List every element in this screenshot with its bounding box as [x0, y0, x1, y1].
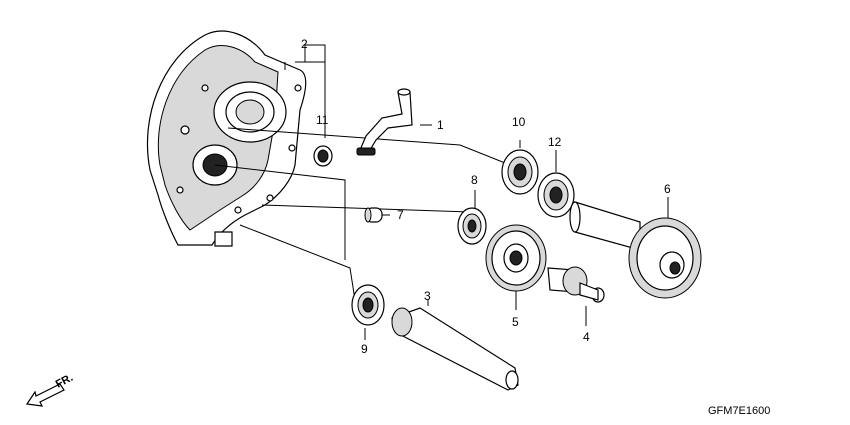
- oil-seal-11: [313, 145, 333, 167]
- callout-9: 9: [361, 342, 368, 356]
- callout-8: 8: [471, 173, 478, 187]
- callout-3: 3: [424, 289, 431, 303]
- callout-10: 10: [512, 115, 526, 129]
- dowel-pin-7: [364, 207, 383, 223]
- bearing-12: [537, 172, 575, 218]
- callout-11: 11: [316, 113, 329, 127]
- callout-2: 2: [301, 37, 308, 51]
- transmission-cover: [146, 30, 307, 247]
- drive-shaft-3: [391, 307, 519, 391]
- pinion-4: [547, 266, 605, 303]
- callout-12: 12: [548, 135, 562, 149]
- front-direction-arrow-icon: [25, 383, 65, 407]
- callout-7: 7: [397, 208, 404, 222]
- front-direction-indicator: FR.: [25, 372, 75, 407]
- final-shaft-6: [569, 201, 702, 299]
- bearing-9: [351, 284, 385, 326]
- drawing-code: GFM7E1600: [708, 405, 770, 417]
- bearing-8: [457, 207, 487, 245]
- gear-5: [485, 224, 547, 292]
- callout-4: 4: [583, 330, 590, 344]
- callout-1: 1: [437, 118, 444, 132]
- callout-5: 5: [512, 315, 519, 329]
- front-direction-label: FR.: [54, 372, 75, 391]
- breather-tube: [356, 88, 413, 156]
- bearing-10: [501, 149, 539, 195]
- callout-6: 6: [664, 182, 671, 196]
